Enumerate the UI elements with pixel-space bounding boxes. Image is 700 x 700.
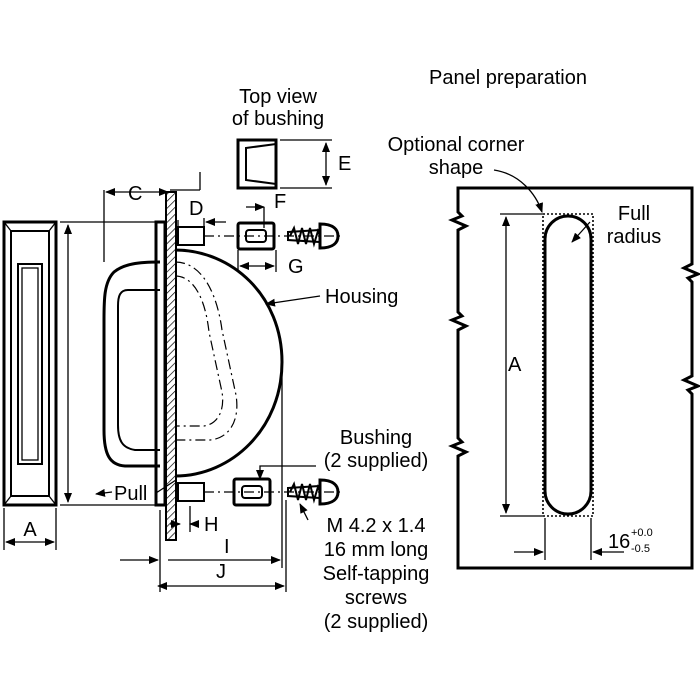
dim-a-panel-label: A [508, 354, 522, 376]
screws-label-1: M 4.2 x 1.4 [327, 515, 426, 537]
screws-label-5: (2 supplied) [324, 611, 429, 633]
dimension-j: J [157, 500, 287, 592]
top-view-label-2: of bushing [232, 108, 324, 130]
cutout-tolerance-lower: -0.5 [631, 543, 650, 555]
optional-corner-label-2: shape [429, 157, 484, 179]
dim-c-label: C [128, 183, 142, 205]
dim-g-label: G [288, 256, 304, 278]
bushing-callout: Bushing (2 supplied) [256, 427, 429, 480]
dim-f-label: F [274, 191, 286, 213]
dim-d-label: D [189, 198, 203, 220]
dim-i-label: I [224, 536, 230, 558]
front-view [2, 220, 58, 507]
full-radius-label-2: radius [607, 226, 661, 248]
bushing-label-1: Bushing [340, 427, 412, 449]
pull-callout: Pull [95, 479, 177, 505]
bushing-top-view: E Top view of bushing [232, 86, 351, 190]
dimension-c: C [103, 172, 201, 262]
dimension-i: I [120, 366, 283, 592]
dimension-a-panel: A [500, 213, 543, 517]
bushing-label-2: (2 supplied) [324, 450, 429, 472]
dimension-f: F [246, 191, 286, 228]
screw-bottom [287, 478, 340, 506]
dim-h-label: H [204, 514, 218, 536]
housing-label: Housing [325, 286, 398, 308]
optional-corner-label-1: Optional corner [388, 134, 525, 156]
screw-top [287, 222, 340, 250]
bushing-bottom [232, 477, 272, 507]
panel-preparation-title: Panel preparation [429, 67, 587, 89]
housing-callout: Housing [265, 286, 398, 308]
cutout-tolerance-upper: +0.0 [631, 527, 653, 539]
full-radius-label-1: Full [618, 203, 650, 225]
dimension-h: H [170, 506, 218, 536]
top-view-label-1: Top view [239, 86, 317, 108]
side-view [102, 191, 340, 541]
screws-callout: M 4.2 x 1.4 16 mm long Self-tapping scre… [299, 503, 430, 633]
dimension-cutout-width: 16 +0.0 -0.5 [514, 518, 653, 560]
screws-label-4: screws [345, 587, 407, 609]
dimension-a-front: A [3, 508, 57, 550]
dimension-a-height [60, 221, 160, 506]
pull-label: Pull [114, 483, 147, 505]
cutout-width-label: 16 [608, 531, 630, 553]
dimension-d: D [177, 198, 226, 226]
bushing-top [236, 221, 276, 251]
dim-a-front-label: A [23, 519, 37, 541]
dim-e-label: E [338, 153, 351, 175]
dim-j-label: J [216, 561, 226, 583]
screws-label-3: Self-tapping [323, 563, 430, 585]
dimension-g: G [237, 250, 304, 278]
panel [448, 186, 700, 570]
screws-label-2: 16 mm long [324, 539, 429, 561]
